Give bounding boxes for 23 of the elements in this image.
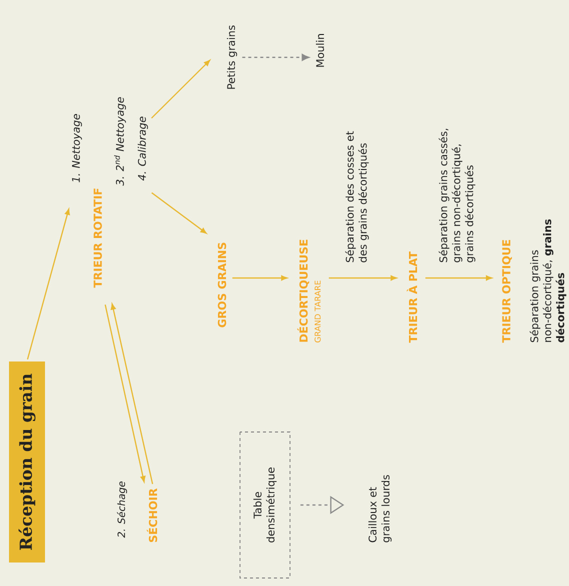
machine-label: GROS GRAINS [218,242,226,328]
dashed-box: Table densimétrique [240,432,290,578]
edge-label: Séparation grains cassés, grains non-décortiqué, grains décortiqués [438,128,476,262]
machine-label: 1. Nettoyage TRIEUR ROTATIF 3. 2$^{nd}$ Nettoyage 4. Calibrage [72,97,148,288]
machine-label: DÉCORTIQUEUSE GRAND TARARE [297,240,321,342]
arrow [110,304,154,484]
output-label: Petits grains [226,25,238,89]
output-label: Cailloux et grains lourds [368,475,392,542]
edge-label: Séparation des cosses et des grains décortiqués [345,131,369,262]
arrow [232,275,288,281]
arrow [151,60,210,119]
arrow [328,275,397,281]
arrow [151,192,207,234]
arrow [242,54,310,61]
step-label: 2. Séchage [116,482,128,538]
arrow [425,275,492,281]
machine-label: TRIEUR OPTIQUE [502,240,512,343]
machine-label: SÉCHOIR [146,488,158,542]
arrow [104,304,146,482]
machine-label: TRIEUR À PLAT [406,251,418,343]
arrow [26,208,70,360]
title-box: Réception du grain [9,362,45,562]
output-label: Moulin [316,34,324,67]
